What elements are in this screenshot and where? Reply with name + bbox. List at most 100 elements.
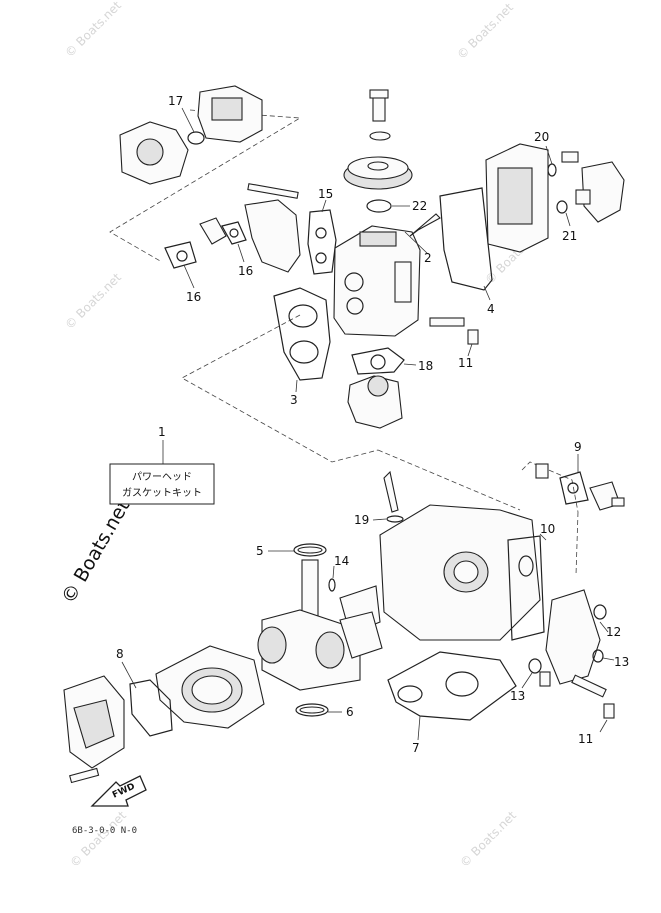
crank-web-b (315, 631, 345, 669)
watermark-bottom-right: © Boats.net (457, 808, 519, 870)
cylinder-head-section (244, 183, 337, 393)
oil-seal-6 (295, 703, 329, 717)
watermark-mid-left: © Boats.net (62, 270, 124, 332)
middle-boundary (181, 314, 379, 463)
callout-19: 19 (354, 513, 369, 527)
callout-2: 2 (424, 251, 432, 265)
upper-right-assembly (439, 143, 625, 301)
gasket-4 (439, 187, 493, 291)
callout-8: 8 (116, 647, 124, 661)
cylinder-block-upper (333, 213, 441, 337)
callout-10: 10 (540, 522, 555, 536)
callout-16-left: 16 (186, 290, 201, 304)
fwd-arrow: FWD (90, 775, 147, 807)
head-bolt (247, 183, 299, 199)
callout-15: 15 (318, 187, 333, 201)
manifold-flange (211, 97, 243, 121)
oil-seal-22 (366, 199, 392, 213)
cylinder-head (244, 199, 301, 273)
gasket-9 (559, 471, 589, 505)
watermark-top-right: © Boats.net (454, 0, 516, 62)
callout-17: 17 (168, 94, 183, 108)
callout-14: 14 (334, 554, 349, 568)
watermark-bottom-left: © Boats.net (67, 808, 129, 870)
head-gasket-3 (273, 287, 331, 381)
plug-13 (539, 671, 551, 687)
manifold-spacer (199, 217, 227, 245)
block-bore-b (346, 297, 364, 315)
timing-pulley-assembly (343, 89, 413, 213)
bolt-11-lower (571, 674, 607, 698)
crankcase-cover-gasket (387, 651, 517, 741)
kit-label-box (109, 463, 215, 505)
filter-bolt (611, 497, 625, 507)
oil-seal-5 (293, 543, 327, 557)
fitting-left (535, 463, 549, 479)
callout-12: 12 (606, 625, 621, 639)
exhaust-assembly (63, 645, 265, 784)
callout-13-right: 13 (614, 655, 629, 669)
crankshaft-upper (301, 559, 319, 617)
fitting-21 (575, 189, 591, 205)
watermark-main: © Boats.net (57, 496, 134, 607)
o-ring-21 (556, 200, 568, 214)
thermostat-outlet (367, 375, 389, 397)
thermostat-housing (347, 317, 479, 429)
callout-11-upper: 11 (458, 356, 473, 370)
kit-label-line2: ガスケットキット (122, 487, 202, 499)
o-ring-12 (593, 604, 607, 620)
right-boundary-a (521, 461, 579, 513)
crankcase-assembly (372, 470, 547, 641)
block-side-boss (394, 261, 412, 303)
crankshaft-assembly (257, 543, 383, 717)
callout-22: 22 (412, 199, 427, 213)
callout-1: 1 (158, 425, 166, 439)
o-ring-17 (187, 131, 205, 145)
block-bore-a (344, 272, 364, 292)
upper-left-boundary (109, 109, 302, 263)
plate-bolt (69, 767, 100, 784)
plug-11-lower (603, 703, 615, 719)
gasket-8 (129, 679, 173, 737)
pulley-hub (367, 161, 389, 171)
callout-21: 21 (562, 229, 577, 243)
callout-20: 20 (534, 130, 549, 144)
oil-pump (581, 161, 625, 223)
pulley-bolt-head (369, 89, 389, 99)
o-ring-20 (547, 163, 557, 177)
block-top-face (359, 231, 397, 247)
fitting-20 (561, 151, 579, 163)
callout-18: 18 (418, 359, 433, 373)
o-ring-13-right (592, 649, 604, 663)
gasket-16-right (221, 221, 247, 245)
kit-label-line1: パワーヘッド (132, 471, 192, 483)
crank-web-a (257, 626, 287, 664)
right-side-parts (521, 454, 625, 733)
plug-11-upper (467, 329, 479, 345)
callout-3: 3 (290, 393, 298, 407)
callout-11-lower: 11 (578, 732, 593, 746)
bolt-11-upper (429, 317, 465, 327)
callout-9: 9 (574, 440, 582, 454)
o-ring-13-left (528, 658, 542, 674)
gasket-7 (387, 651, 517, 721)
washer (369, 131, 391, 141)
carburetor-throat (136, 138, 164, 166)
watermark-top-left: © Boats.net (62, 0, 124, 60)
gasket-15 (307, 209, 337, 275)
kit-label-group: パワーヘッド ガスケットキット (109, 440, 215, 505)
callout-6: 6 (346, 705, 354, 719)
exhaust-plate-inner (73, 699, 115, 749)
dowel-pin (409, 213, 441, 237)
callout-16-right: 16 (238, 264, 253, 278)
callout-labels: 1 2 3 4 5 6 7 8 9 10 11 11 12 13 13 14 1… (116, 94, 629, 755)
gasket-18 (351, 347, 405, 375)
gasket-16-left (164, 241, 197, 269)
middle-boundary-b (377, 449, 521, 511)
right-boundary-b (575, 511, 579, 576)
callout-4: 4 (487, 302, 495, 316)
piston-lower (339, 611, 383, 659)
oil-pump-housing (545, 589, 601, 685)
group-boundaries (109, 109, 579, 576)
carburetor-assembly (119, 85, 263, 185)
